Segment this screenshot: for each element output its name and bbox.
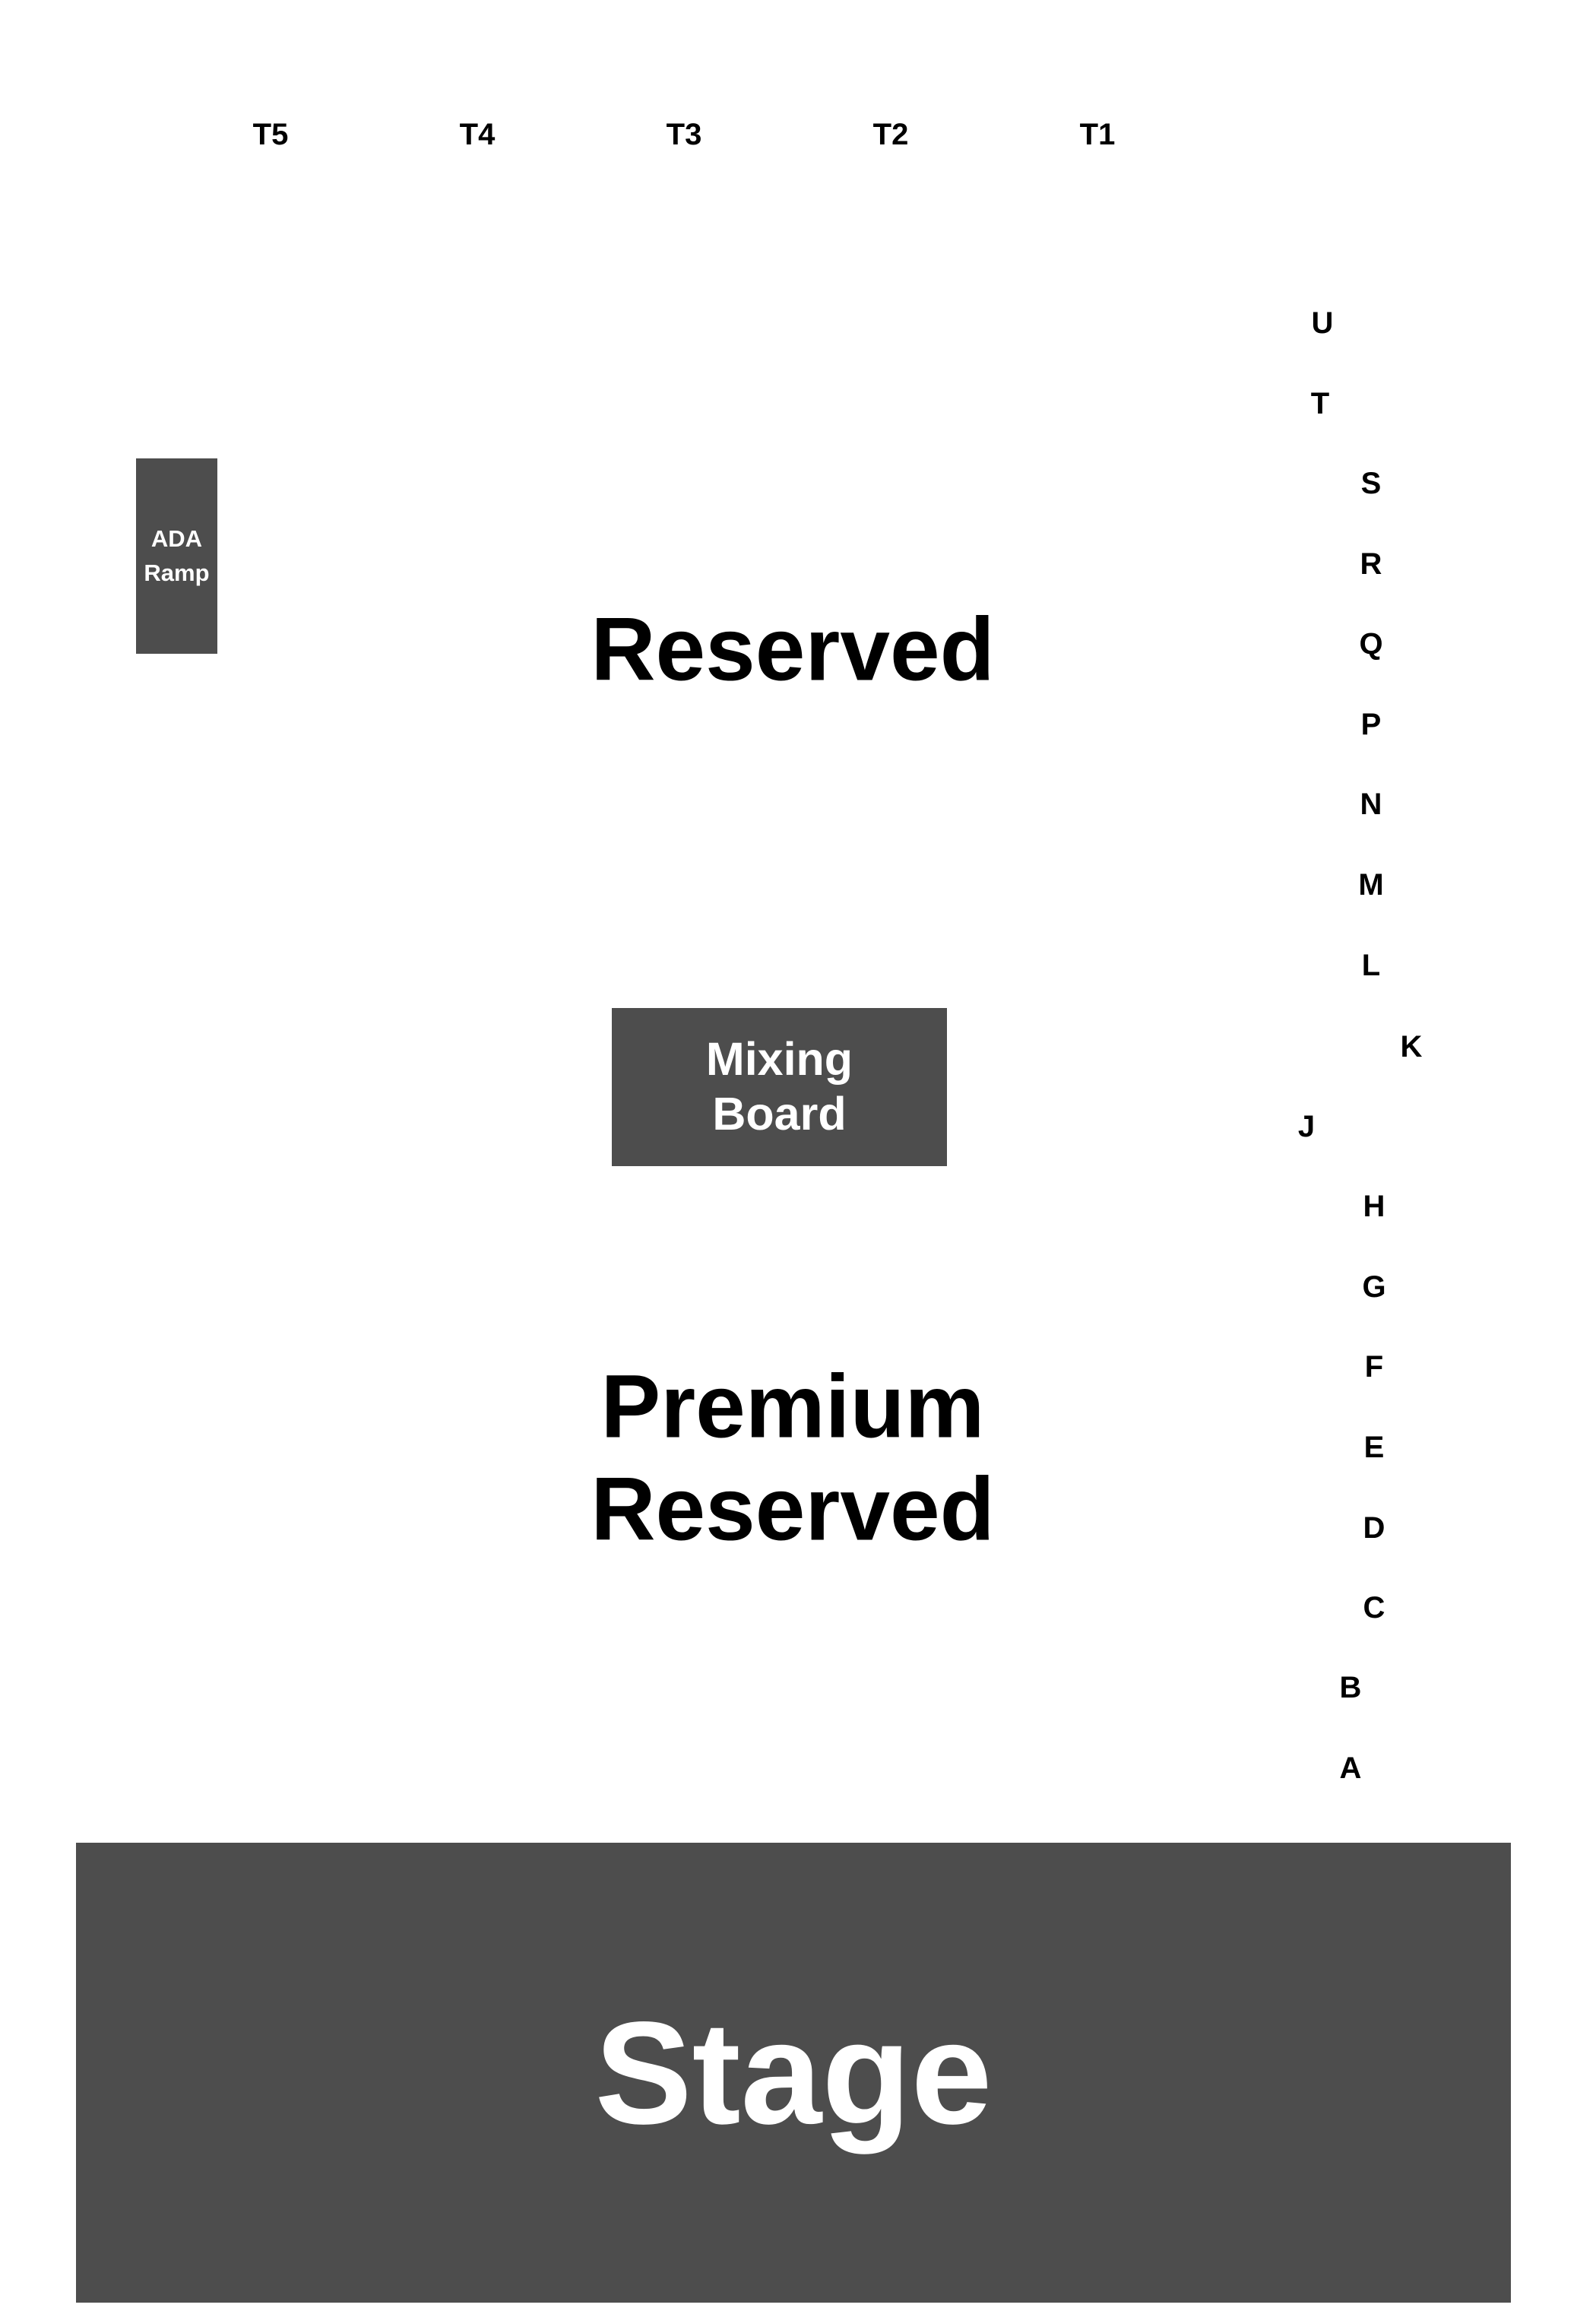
row-label-u[interactable]: U (1311, 306, 1334, 340)
row-label-r[interactable]: R (1360, 547, 1382, 581)
row-label-t[interactable]: T (1310, 387, 1330, 420)
section-premium-label-line1: Premium (600, 1356, 985, 1457)
row-label-b[interactable]: B (1339, 1671, 1362, 1704)
section-premium-reserved-label[interactable]: Premium Reserved (591, 1355, 994, 1560)
row-label-e[interactable]: E (1363, 1431, 1385, 1464)
row-label-h[interactable]: H (1363, 1190, 1385, 1223)
mixing-board-label-line1: Mixing (705, 1033, 853, 1086)
row-label-c[interactable]: C (1363, 1591, 1385, 1625)
mixing-board-label-line2: Board (712, 1088, 847, 1140)
ada-ramp-label-line2: Ramp (144, 559, 210, 586)
stage: Stage (76, 1843, 1511, 2303)
stage-label: Stage (594, 1990, 993, 2154)
row-label-n[interactable]: N (1360, 788, 1382, 821)
row-label-m[interactable]: M (1358, 868, 1384, 902)
row-label-l[interactable]: L (1361, 949, 1381, 982)
row-label-s[interactable]: S (1360, 467, 1382, 500)
row-label-d[interactable]: D (1363, 1511, 1385, 1545)
row-label-p[interactable]: P (1360, 708, 1382, 741)
section-reserved-label[interactable]: Reserved (591, 599, 995, 700)
row-label-g[interactable]: G (1362, 1270, 1386, 1304)
table-label-t4[interactable]: T4 (459, 118, 496, 151)
table-label-t3[interactable]: T3 (666, 118, 702, 151)
row-label-f[interactable]: F (1364, 1350, 1384, 1384)
table-label-t5[interactable]: T5 (252, 118, 289, 151)
row-label-k[interactable]: K (1400, 1030, 1423, 1064)
ada-ramp-label-line1: ADA (150, 525, 203, 552)
row-label-j[interactable]: J (1297, 1110, 1316, 1143)
table-label-t1[interactable]: T1 (1079, 118, 1116, 151)
row-label-a[interactable]: A (1339, 1751, 1362, 1785)
mixing-board: Mixing Board (612, 1008, 947, 1166)
table-label-t2[interactable]: T2 (872, 118, 909, 151)
section-premium-label-line2: Reserved (591, 1459, 995, 1559)
row-label-q[interactable]: Q (1359, 627, 1383, 661)
ada-ramp[interactable]: ADA Ramp (136, 458, 217, 654)
